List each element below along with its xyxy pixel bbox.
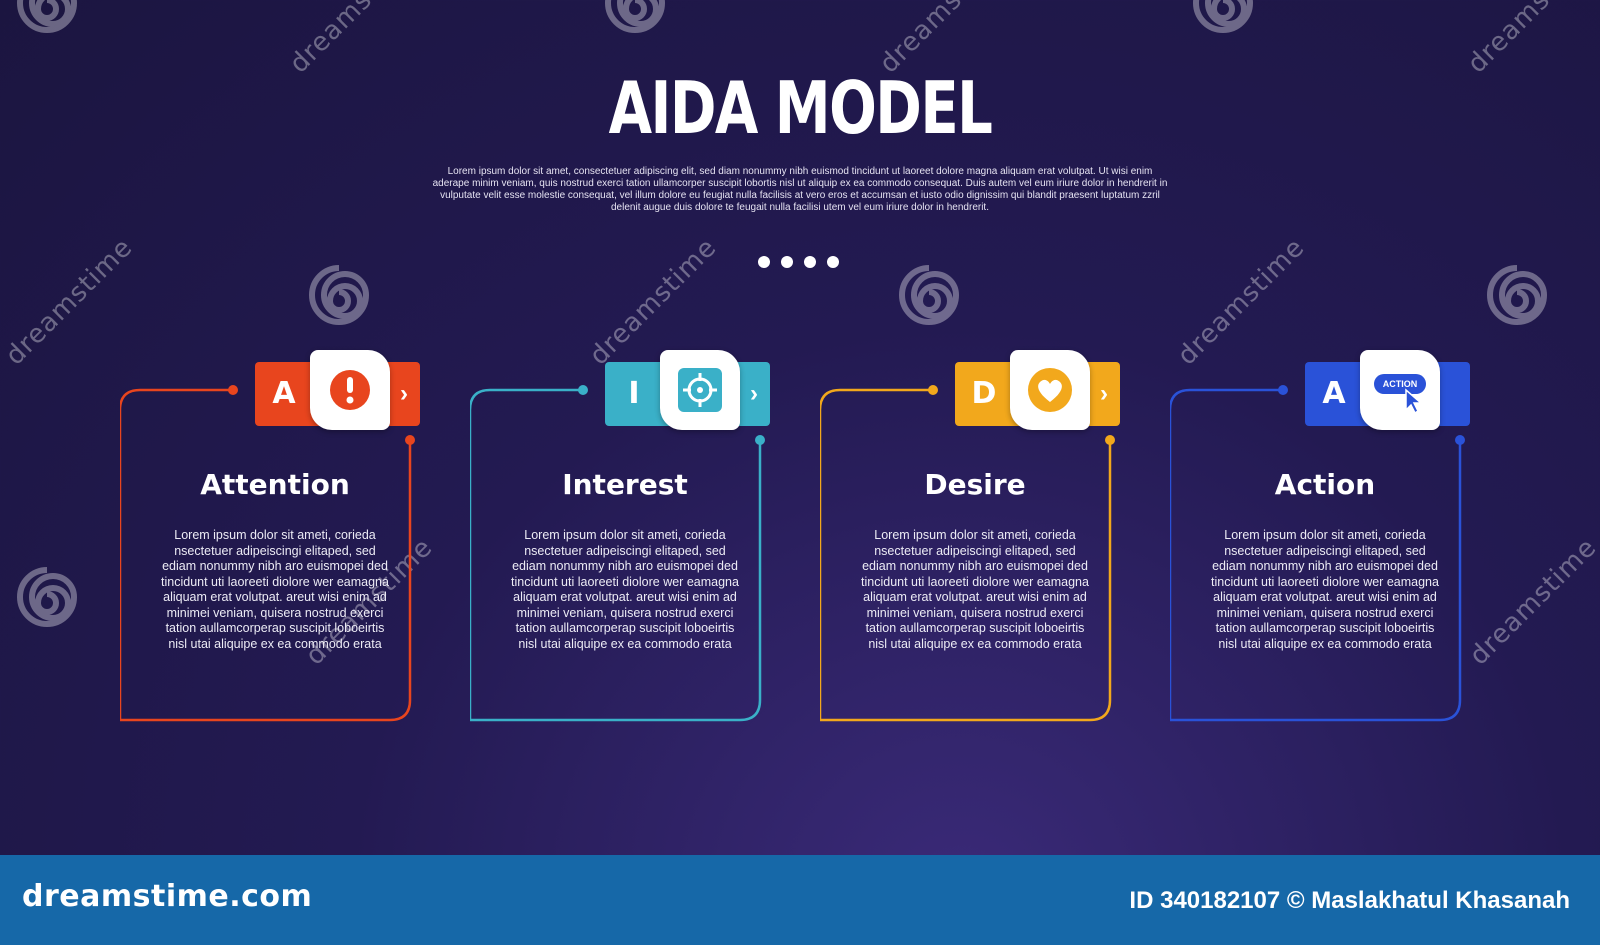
card-frame — [1170, 385, 1465, 722]
footer-logo[interactable]: dreamstime.com — [22, 879, 313, 914]
stage-card-action: A ACTION Action Lorem ipsum dolor sit am… — [1170, 350, 1480, 740]
stage-title: Attention — [200, 468, 350, 501]
watermark-text: dreamstime — [1462, 0, 1600, 80]
stage-letter: A — [272, 376, 296, 411]
watermark-spiral-icon — [309, 265, 370, 325]
chevron-right-icon: › — [1100, 380, 1108, 407]
decorative-dots — [758, 256, 839, 268]
target-icon — [660, 350, 740, 430]
watermark-text: dreamstime — [0, 232, 139, 372]
stage-description: Lorem ipsum dolor sit ameti, corieda nse… — [861, 528, 1089, 651]
watermark-spiral-icon — [1487, 265, 1548, 325]
stage-letter: A — [1322, 376, 1346, 411]
stage-card-interest: I › Interest Lorem ipsum dolor sit ameti… — [470, 350, 780, 740]
card-frame — [820, 385, 1115, 722]
action-button-icon: ACTION — [1360, 350, 1440, 430]
watermark-text: dreamstime — [1464, 532, 1600, 672]
page-description: Lorem ipsum dolor sit amet, consectetuer… — [432, 166, 1168, 213]
page-title: AIDA MODEL — [608, 66, 993, 150]
heart-icon — [1010, 350, 1090, 430]
stage-letter: I — [628, 376, 640, 411]
watermark-spiral-icon — [17, 0, 78, 33]
footer-credit: ID 340182107 © Maslakhatul Khasanah — [1129, 887, 1570, 914]
footer-bar: dreamstime.com ID 340182107 © Maslakhatu… — [0, 855, 1600, 945]
chevron-right-icon: › — [750, 380, 758, 407]
stage-title: Desire — [924, 468, 1026, 501]
stage-description: Lorem ipsum dolor sit ameti, corieda nse… — [1211, 528, 1439, 651]
stage-description: Lorem ipsum dolor sit ameti, corieda nse… — [161, 528, 389, 651]
stage-letter: D — [971, 376, 997, 411]
card-frame — [470, 385, 765, 722]
exclamation-icon — [310, 350, 390, 430]
action-button-label: ACTION — [1382, 379, 1418, 389]
chevron-right-icon: › — [400, 380, 408, 407]
watermark-spiral-icon — [605, 0, 666, 33]
stage-card-attention: A › Attention Lorem ipsum dolor sit amet… — [120, 350, 430, 740]
card-frame — [120, 385, 415, 722]
watermark-spiral-icon — [1193, 0, 1254, 33]
watermark-spiral-icon — [17, 567, 78, 627]
stage-title: Action — [1274, 468, 1376, 501]
stage-card-desire: D › Desire Lorem ipsum dolor sit ameti, … — [820, 350, 1130, 740]
watermark-spiral-icon — [899, 265, 960, 325]
stage-title: Interest — [562, 468, 688, 501]
stage-description: Lorem ipsum dolor sit ameti, corieda nse… — [511, 528, 739, 651]
